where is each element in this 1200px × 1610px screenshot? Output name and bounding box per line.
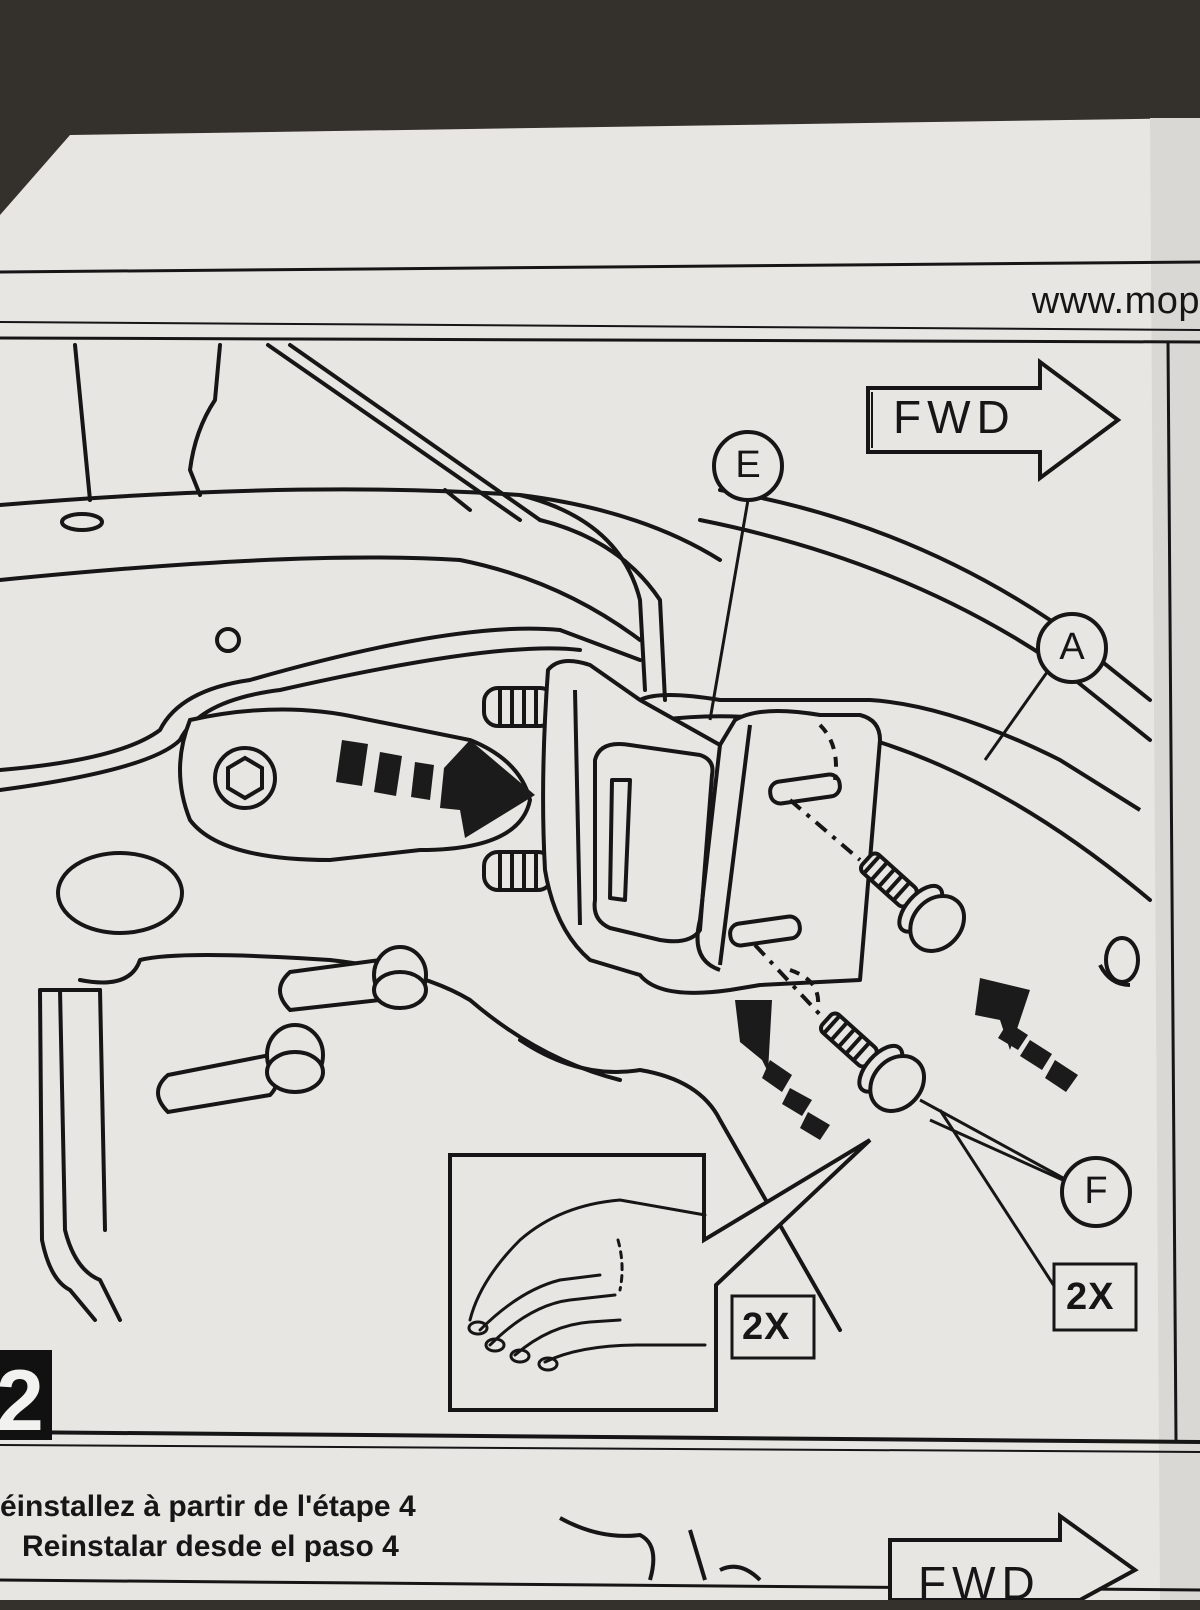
step-badge [0,1350,52,1440]
forward-label: FWD [893,391,1016,443]
next-figure-partial [559,1512,1139,1600]
callout-leader-lines [708,499,1086,1296]
install-direction-arrow-lower [735,1000,830,1140]
website-url: www.mop [1031,280,1200,322]
step-number: 2 [0,1353,44,1449]
quantity-label-f: 2X [1066,1276,1115,1318]
hinge-studs [482,686,556,892]
callout-circle-a [1036,612,1108,684]
callout-circle-f [1060,1156,1132,1228]
panel-pins [156,945,428,1115]
hinge-upper-strap [639,693,1142,812]
forward-direction-arrow [866,358,1122,482]
paper-shadow [1150,118,1200,1600]
quantity-label-hand: 2X [742,1306,791,1348]
quantity-box-hand [730,1294,816,1360]
callout-circles [712,430,1132,1228]
install-direction-arrow-left [336,740,535,838]
quantity-boxes [730,1262,1138,1360]
callout-label-f: F [1084,1170,1108,1212]
torx-screws [819,851,967,1113]
instruction-french: éinstallez à partir de l'étape 4 [0,1490,416,1523]
door-hinge-bracket [541,659,882,1022]
callout-circle-e [712,430,784,502]
next-forward-label: FWD [918,1557,1041,1609]
hand-inset [448,1138,872,1412]
install-direction-arrow-right [975,978,1078,1092]
callout-label-a: A [1059,626,1085,668]
vehicle-body-outline [0,343,1152,1332]
panel-holes [56,512,1140,987]
callout-label-e: E [735,444,761,486]
instruction-spanish: Reinstalar desde el paso 4 [22,1530,399,1563]
quantity-box-f [1052,1262,1138,1332]
hand-icon [467,1198,707,1372]
